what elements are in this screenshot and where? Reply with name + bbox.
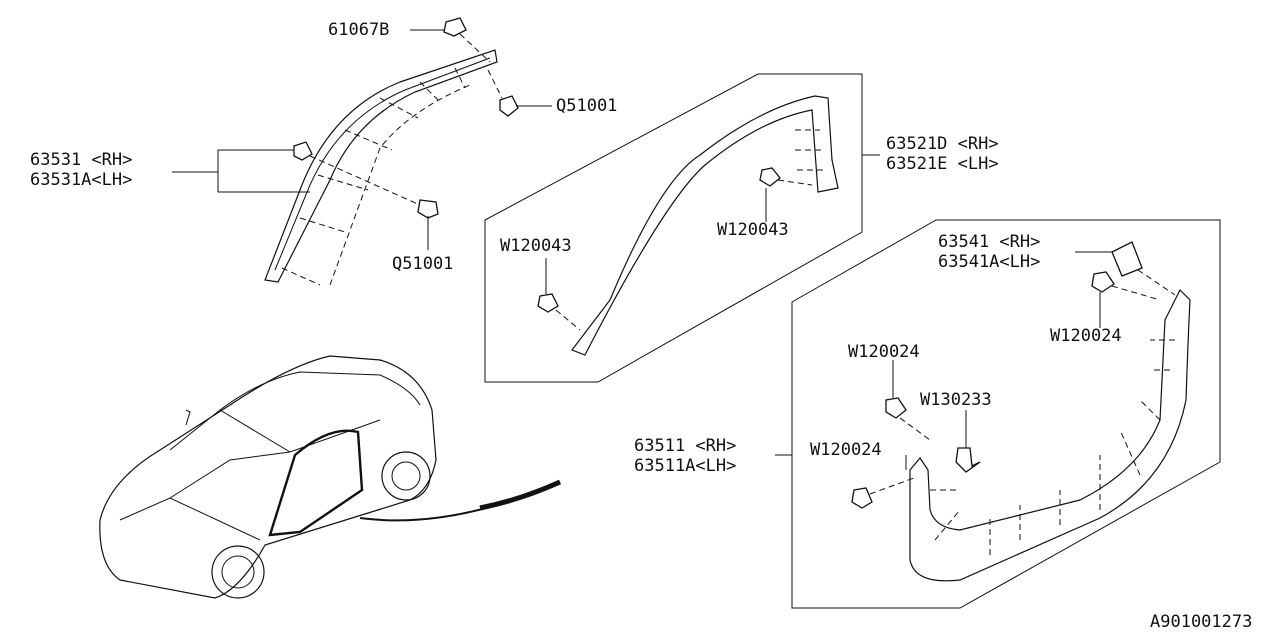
label-w120043-right: W120043 [717,220,789,240]
label-w130233: W130233 [920,390,992,410]
label-63521e-lh: 63521E <LH> [886,154,999,174]
clip-w120024-low [851,455,915,509]
label-w120024-low: W120024 [810,440,882,460]
end-cap-63541 [1075,241,1176,296]
label-63541-rh: 63541 <RH> [938,232,1041,252]
label-63521d-rh: 63521D <RH> [886,134,999,154]
label-q51001-bottom: Q51001 [392,254,454,274]
screw-q51001-bottom [417,199,439,250]
label-63531a-lh: 63531A<LH> [30,170,133,190]
label-63541a-lh: 63541A<LH> [938,252,1041,272]
label-w120043-left: W120043 [500,236,572,256]
clip-w120043-left [537,258,581,331]
label-63531-rh: 63531 <RH> [30,150,133,170]
sill-molding-part [909,288,1191,582]
label-63511a-lh: 63511A<LH> [634,456,737,476]
label-61067b: 61067B [328,20,390,40]
label-w120024-mid: W120024 [848,342,920,362]
car-overview-drawing [99,355,562,599]
sill-box-outline [775,219,1221,609]
clip-63531-nut [172,141,421,206]
sash-molding-part [571,95,839,356]
label-63511-rh: 63511 <RH> [634,436,737,456]
screw-q51001-top [487,69,552,117]
clip-w120043-right [759,167,813,222]
label-q51001-top: Q51001 [556,96,618,116]
diagram-id: A901001273 [1150,612,1253,632]
sash-box-outline [484,73,880,383]
label-w120024-right: W120024 [1050,326,1122,346]
clip-61067b [410,17,491,63]
pillar-trim-part [264,49,498,286]
clip-w120024-mid [885,360,931,441]
clip-w120024-right [1091,271,1161,328]
clip-w130233 [955,410,981,473]
